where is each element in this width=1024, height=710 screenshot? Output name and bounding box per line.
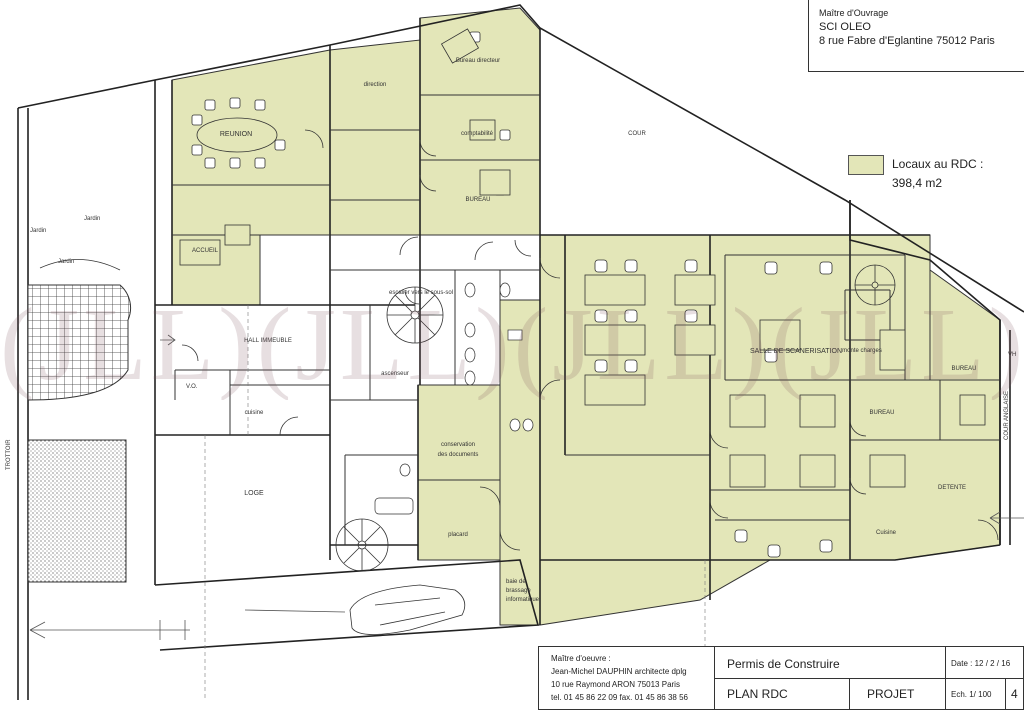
architect-phone: tel. 01 45 86 22 09 fax. 01 45 86 38 56 bbox=[551, 693, 688, 702]
room-label-salle-scanerisation: SALLE DE SCANERISATION bbox=[749, 348, 843, 355]
watermark-logo: (JLL)(JLL)(JLL)(JLL) bbox=[0, 290, 1024, 400]
car bbox=[349, 584, 466, 635]
room-label-ascenseur: ascenseur bbox=[381, 371, 409, 377]
room-label-bureau-right-2: BUREAU bbox=[869, 410, 895, 416]
room-label-reunion: REUNION bbox=[219, 131, 253, 138]
room-label-baie-2: brassage bbox=[506, 588, 531, 594]
label-trottoir: TROTTOIR bbox=[6, 439, 12, 470]
label-escalier: escalier vers le sous-sol bbox=[388, 290, 454, 296]
room-label-bureau-top: BUREAU bbox=[465, 197, 491, 203]
architect-address: 10 rue Raymond ARON 75013 Paris bbox=[551, 680, 680, 689]
chairs bbox=[191, 31, 833, 558]
doors bbox=[181, 129, 999, 551]
legend-label: Locaux au RDC : bbox=[892, 157, 984, 171]
plan-scale: Ech. 1/ 100 bbox=[951, 690, 992, 699]
owner-heading: Maître d'Ouvrage bbox=[819, 8, 889, 18]
room-label-placard: placard bbox=[448, 532, 468, 538]
spiral-stairs bbox=[335, 264, 896, 572]
room-label-conservation-1: conservation bbox=[440, 442, 476, 448]
owner-address: 8 rue Fabre d'Eglantine 75012 Paris bbox=[819, 35, 995, 47]
desks bbox=[179, 28, 986, 488]
meeting-table bbox=[196, 117, 278, 153]
architect-name: Jean-Michel DAUPHIN architecte dplg bbox=[551, 667, 687, 676]
title-block: Maître d'oeuvre : Jean-Michel DAUPHIN ar… bbox=[538, 646, 1024, 710]
plan-name: PLAN RDC bbox=[727, 687, 788, 701]
label-vh: VH bbox=[1008, 352, 1017, 358]
room-label-baie-1: baie de bbox=[506, 579, 526, 585]
sheet-number: 4 bbox=[1011, 687, 1018, 701]
permit-title: Permis de Construire bbox=[727, 657, 840, 671]
area-label-jardin-2: Jardin bbox=[30, 228, 47, 234]
plan-status: PROJET bbox=[867, 687, 915, 701]
owner-box: Maître d'Ouvrage SCI OLEO 8 rue Fabre d'… bbox=[808, 0, 1024, 72]
area-label-jardin-1: Jardin bbox=[84, 216, 101, 222]
room-label-cuisine-2: Cuisine bbox=[875, 530, 897, 536]
building-outline bbox=[17, 4, 1024, 700]
room-label-cuisine: cuisine bbox=[244, 410, 264, 416]
structure-lines bbox=[204, 305, 706, 700]
room-label-loge: LOGE bbox=[244, 490, 264, 497]
room-label-monte-charges: monte charges bbox=[842, 348, 882, 354]
interior-walls bbox=[172, 94, 1000, 560]
label-vo: V.O. bbox=[186, 384, 198, 390]
legend-area-value: 398,4 m2 bbox=[892, 176, 943, 190]
area-label-cour: COUR bbox=[628, 131, 646, 137]
architect-label: Maître d'oeuvre : bbox=[551, 654, 611, 663]
legend-swatch bbox=[848, 155, 884, 175]
plan-date: Date : 12 / 2 / 16 bbox=[951, 659, 1011, 668]
area-label-jardin-3: Jardin bbox=[58, 259, 75, 265]
room-label-conservation-2: des documents bbox=[437, 452, 479, 458]
room-label-bureau-right-1: BUREAU bbox=[951, 366, 977, 372]
sanitary-fixtures bbox=[374, 282, 534, 515]
room-label-detente: DETENTE bbox=[937, 485, 967, 491]
access-arrows bbox=[29, 334, 1024, 640]
owner-company: SCI OLEO bbox=[819, 21, 871, 33]
room-label-bureau-directeur: Bureau directeur bbox=[455, 58, 501, 64]
room-label-accueil: ACCUEIL bbox=[192, 248, 219, 254]
room-label-direction: direction bbox=[363, 82, 387, 88]
room-label-baie-3: informatique bbox=[506, 597, 540, 603]
garden bbox=[27, 259, 132, 583]
room-label-hall: HALL IMMEUBLE bbox=[244, 338, 292, 344]
room-label-comptabilite: comptabilité bbox=[460, 131, 494, 137]
